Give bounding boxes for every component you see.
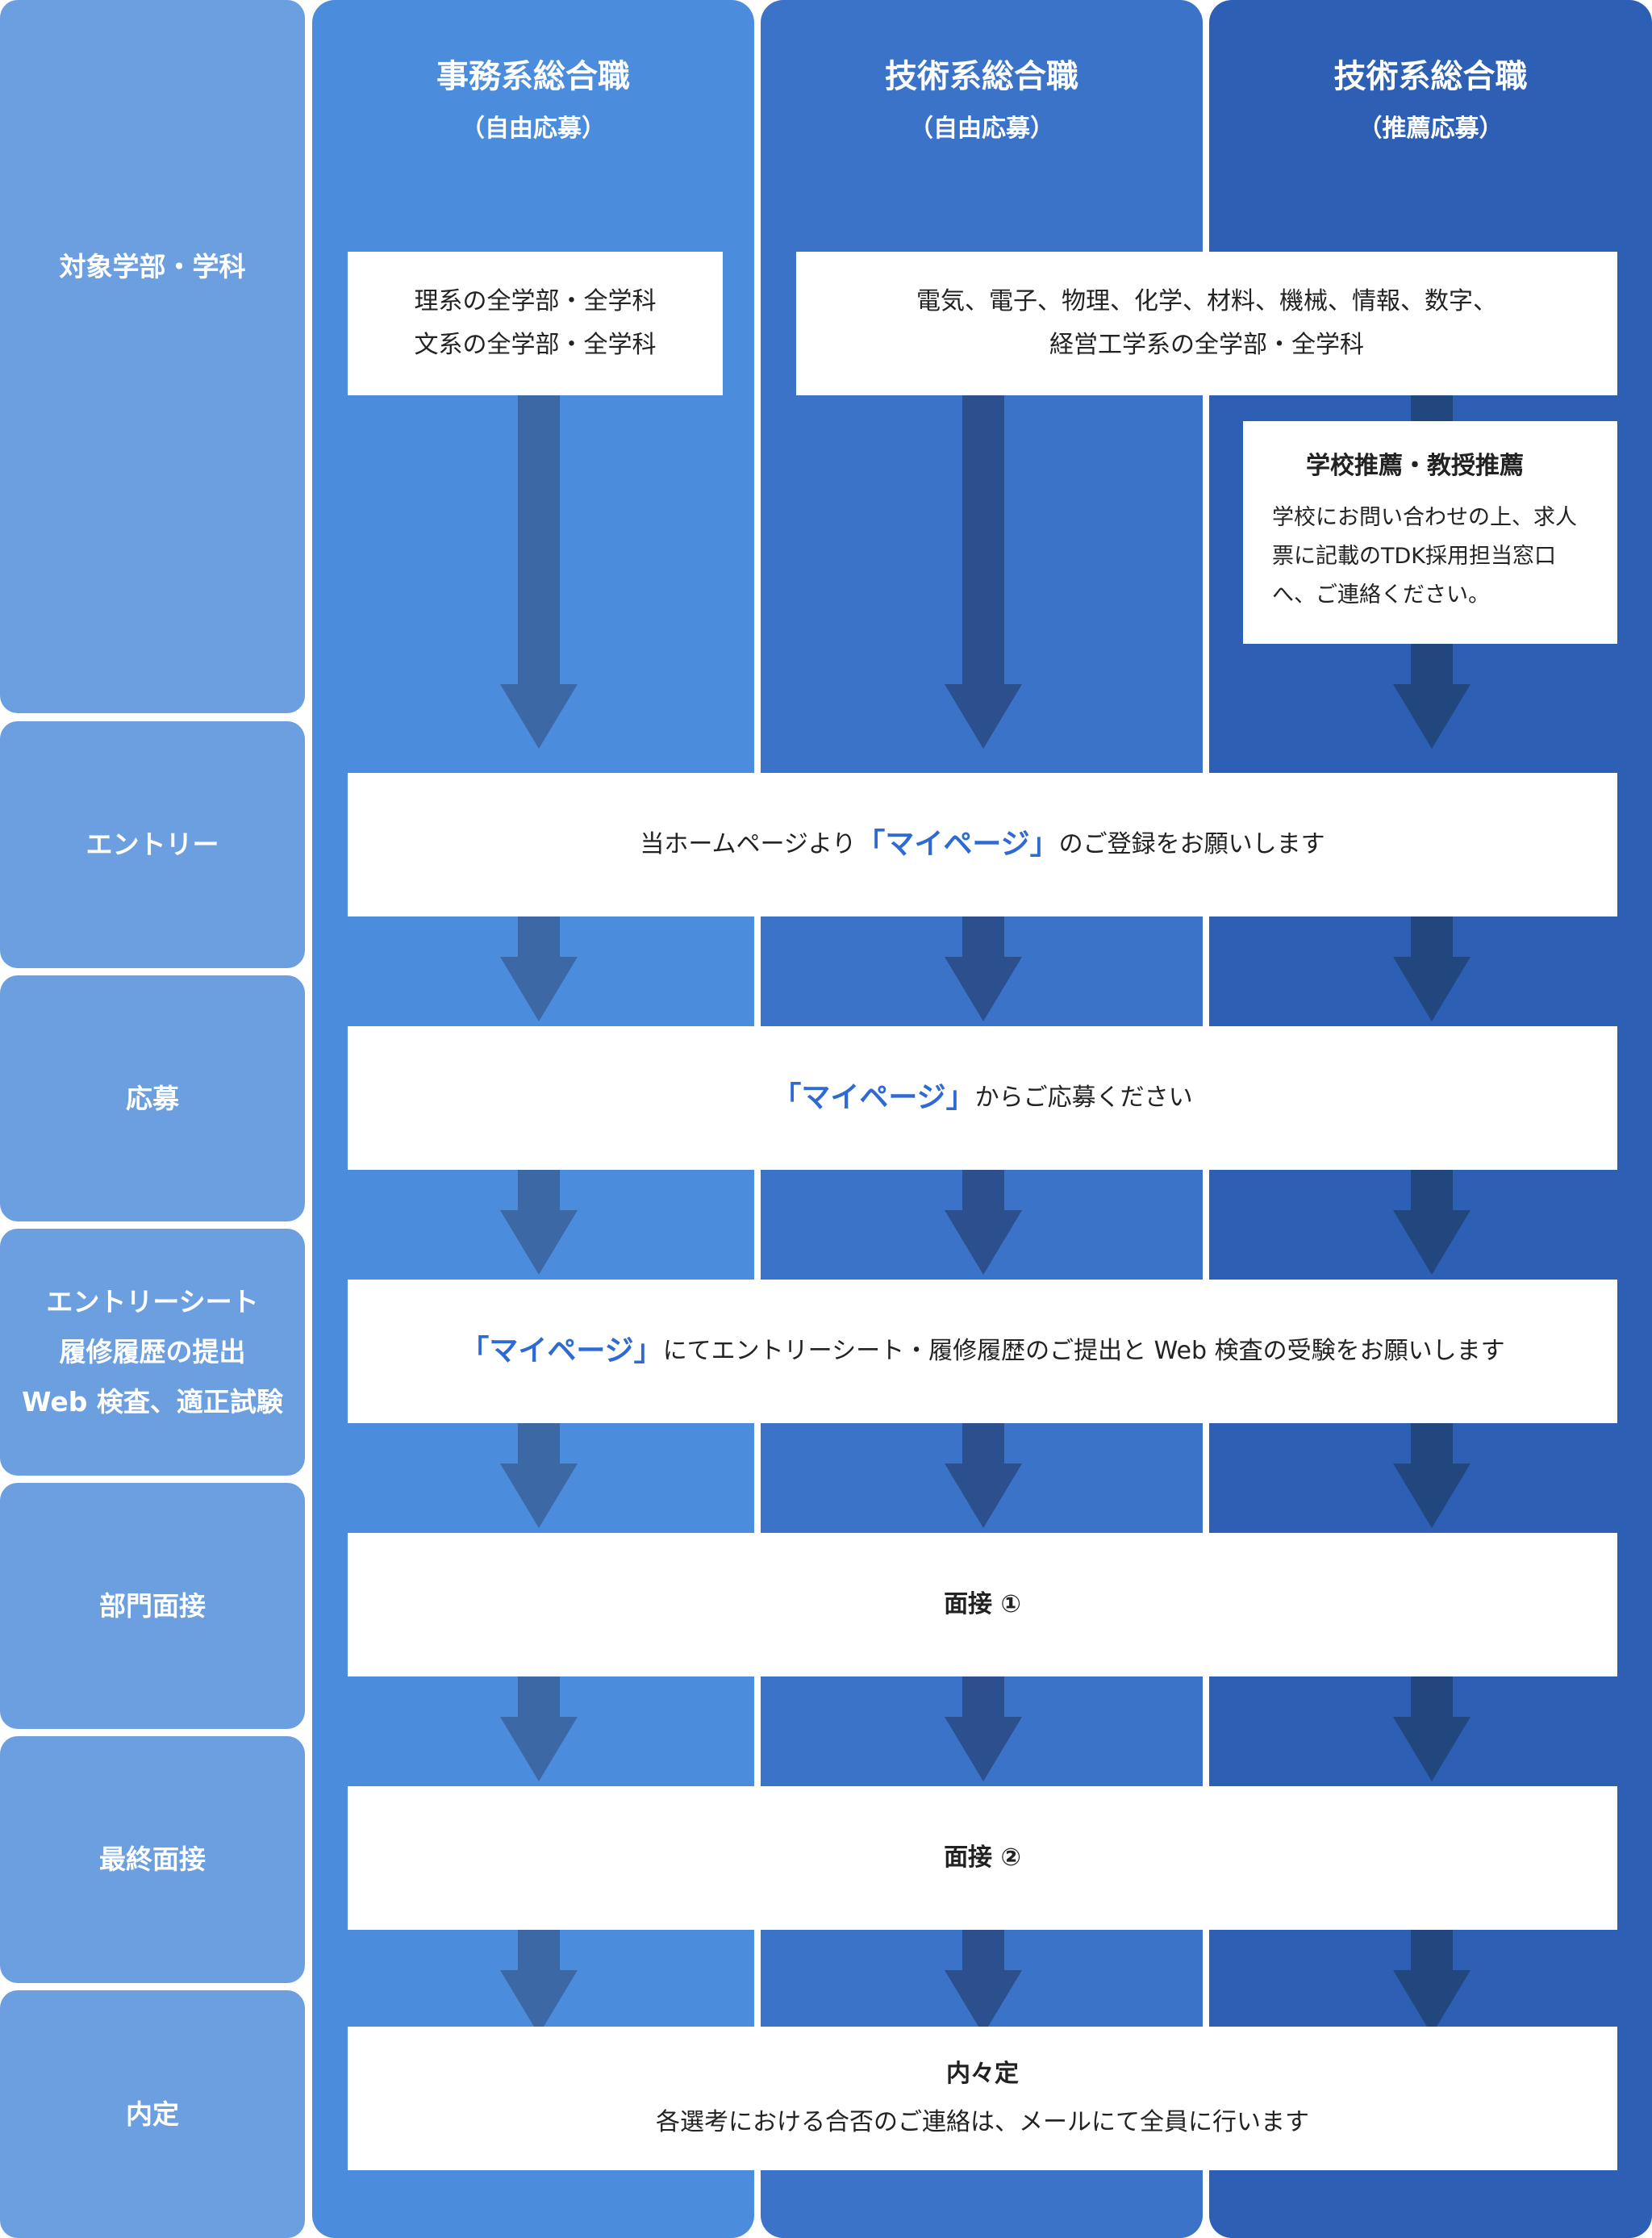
target-line: 電気、電子、物理、化学、材料、機械、情報、数字、 — [916, 287, 1497, 315]
mypage-link[interactable]: 「マイページ」 — [460, 1334, 663, 1367]
row-label-text: 部門面接 — [99, 1589, 206, 1622]
mypage-link[interactable]: 「マイページ」 — [772, 1081, 975, 1114]
column-header-3: 技術系総合職 （推薦応募） — [1209, 56, 1652, 147]
row-label-dept-interview: 部門面接 — [0, 1483, 305, 1729]
arrow-head — [945, 957, 1022, 1021]
target-box-tech: 電気、電子、物理、化学、材料、機械、情報、数字、 経営工学系の全学部・全学科 — [796, 252, 1617, 395]
row-label-line: Web 検査、適正試験 — [22, 1386, 283, 1418]
row-label-offer: 内定 — [0, 1990, 305, 2238]
arrows-col1 — [500, 395, 578, 2035]
column-subtitle: （自由応募） — [461, 115, 606, 143]
recommendation-note: 学校推薦・教授推薦 学校にお問い合わせの上、求人票に記載のTDK採用担当窓口へ、… — [1243, 421, 1617, 644]
row-label-text: 対象学部・学科 — [59, 251, 246, 282]
arrow-head — [500, 1463, 578, 1528]
arrow-head — [1393, 684, 1471, 749]
row-label-text: 内定 — [126, 2098, 179, 2130]
arrow-head — [500, 957, 578, 1021]
row-label-entry: エントリー — [0, 721, 305, 968]
apply-text: からご応募ください — [974, 1084, 1193, 1112]
row-label-final-interview: 最終面接 — [0, 1736, 305, 1983]
interview-1-box: 面接 ① — [348, 1533, 1617, 1676]
recommendation-body: 学校にお問い合わせの上、求人票に記載のTDK採用担当窓口へ、ご連絡ください。 — [1272, 505, 1577, 608]
arrow-head — [1393, 1463, 1471, 1528]
row-label-line: 履修履歴の提出 — [59, 1336, 246, 1367]
arrows-col3 — [1393, 395, 1471, 2035]
column-header-2: 技術系総合職 （自由応募） — [761, 56, 1203, 147]
row-label-entry-sheet: エントリーシート 履修履歴の提出 Web 検査、適正試験 — [0, 1229, 305, 1476]
arrow-head — [500, 1717, 578, 1781]
interview-1-text: 面接 ① — [944, 1590, 1021, 1618]
entry-text-post: のご登録をお願いします — [1058, 830, 1325, 858]
entry-box: 当ホームページより 「マイページ」 のご登録をお願いします — [348, 773, 1617, 916]
offer-body: 各選考における合否のご連絡は、メールにて全員に行います — [656, 2108, 1309, 2136]
interview-2-text: 面接 ② — [944, 1843, 1021, 1872]
column-header-1: 事務系総合職 （自由応募） — [312, 56, 754, 147]
column-title: 技術系総合職 — [885, 58, 1078, 95]
arrow-head — [945, 1970, 1022, 2035]
arrow-head — [945, 684, 1022, 749]
column-title: 技術系総合職 — [1333, 58, 1528, 95]
entry-sheet-box: 「マイページ」 にてエントリーシート・履修履歴のご提出と Web 検査の受験をお… — [348, 1280, 1617, 1423]
entry-text-pre: 当ホームページより — [640, 830, 857, 858]
arrow-head — [945, 1717, 1022, 1781]
interview-2-box: 面接 ② — [348, 1786, 1617, 1930]
apply-box: 「マイページ」 からご応募ください — [348, 1026, 1617, 1170]
column-subtitle: （自由応募） — [909, 115, 1054, 143]
arrow-head — [500, 684, 578, 749]
entry-sheet-text: にてエントリーシート・履修履歴のご提出と Web 検査の受験をお願いします — [662, 1337, 1505, 1365]
column-subtitle: （推薦応募） — [1358, 115, 1504, 143]
row-label-text: 最終面接 — [99, 1843, 206, 1875]
row-label-target: 対象学部・学科 — [0, 0, 305, 713]
target-box-office: 理系の全学部・全学科 文系の全学部・全学科 — [348, 252, 723, 395]
arrow-head — [1393, 1970, 1471, 2035]
offer-box: 内々定 各選考における合否のご連絡は、メールにて全員に行います — [348, 2027, 1617, 2170]
arrow-head — [1393, 1717, 1471, 1781]
arrow-head — [945, 1210, 1022, 1275]
row-label-text: エントリー — [86, 829, 219, 860]
arrows-col2 — [945, 395, 1022, 2035]
target-line: 理系の全学部・全学科 — [414, 287, 657, 315]
arrow-head — [500, 1970, 578, 2035]
arrow-head — [500, 1210, 578, 1275]
target-line: 文系の全学部・全学科 — [414, 331, 657, 359]
arrow-head — [1393, 957, 1471, 1021]
offer-title: 内々定 — [946, 2060, 1019, 2088]
row-label-apply: 応募 — [0, 975, 305, 1221]
column-title: 事務系総合職 — [436, 58, 630, 95]
mypage-link[interactable]: 「マイページ」 — [856, 828, 1059, 861]
arrow-head — [945, 1463, 1022, 1528]
recommendation-title: 学校推薦・教授推薦 — [1306, 452, 1524, 480]
row-label-text: 応募 — [126, 1082, 179, 1114]
target-line: 経営工学系の全学部・全学科 — [1049, 331, 1364, 359]
arrow-head — [1393, 1210, 1471, 1275]
row-label-line: エントリーシート — [46, 1286, 259, 1317]
